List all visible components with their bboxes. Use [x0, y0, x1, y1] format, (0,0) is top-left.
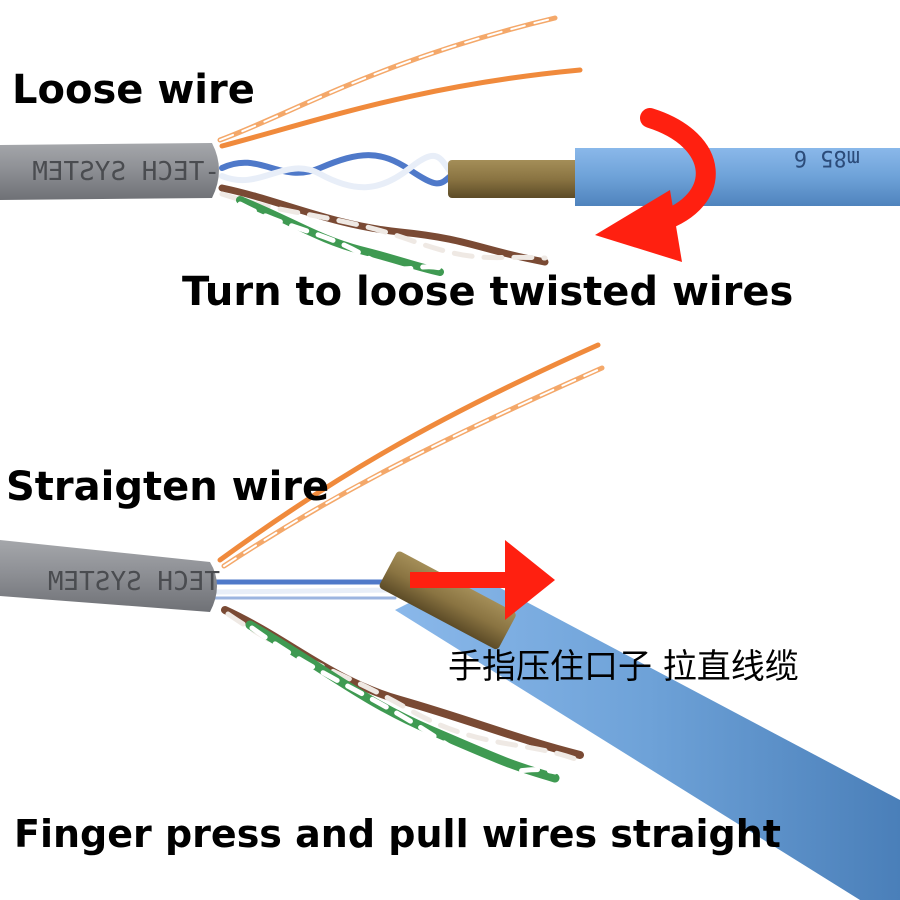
green-wire-pair-bottom: [245, 620, 560, 783]
bottom-scene: TECH SYSTEM: [0, 342, 900, 900]
top-scene: -TECH SYSTEM m85 6: [0, 15, 900, 276]
blue-cable-print-top: m85 6: [794, 145, 860, 170]
gray-cable-print-top: -TECH SYSTEM: [32, 157, 220, 187]
rotate-arrow-icon: [595, 108, 716, 262]
blue-wire-pair-bottom: [212, 579, 398, 600]
brown-wire-pair-top: [218, 184, 549, 266]
orange-wire-pair-bottom: [217, 342, 605, 569]
blue-cable-top: m85 6: [575, 145, 900, 206]
green-wire-pair-top: [236, 196, 444, 276]
finger-press-label: Finger press and pull wires straight: [14, 812, 781, 856]
loose-wire-label: Loose wire: [12, 67, 255, 113]
turn-to-loose-label: Turn to loose twisted wires: [182, 269, 794, 315]
straighten-wire-label: Straigten wire: [6, 464, 330, 510]
chinese-caption: 手指压住口子 拉直线缆: [448, 647, 799, 687]
pull-arrow-icon: [410, 540, 555, 620]
orange-wire-pair-top: [217, 15, 583, 149]
brass-tool-top: [448, 160, 580, 198]
blue-wire-pair-top: [219, 152, 458, 191]
gray-cable-bottom: TECH SYSTEM: [0, 540, 220, 612]
gray-cable-print-bottom: TECH SYSTEM: [48, 567, 220, 597]
blue-cable-bottom: [395, 572, 900, 900]
gray-cable-top: -TECH SYSTEM: [0, 143, 220, 200]
